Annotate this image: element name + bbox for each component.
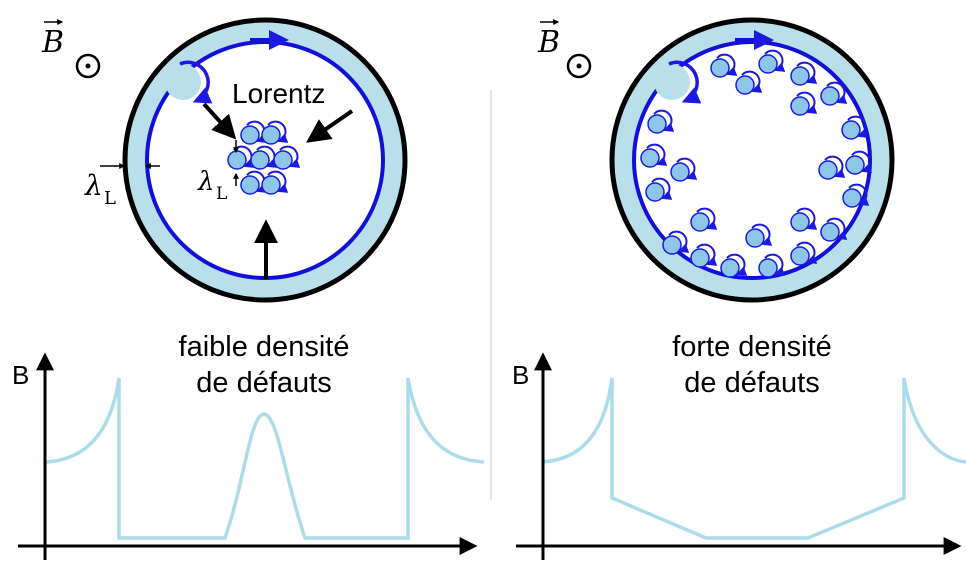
profile-curve — [541, 377, 966, 540]
vortex — [670, 157, 698, 182]
caption-left-line2: de défauts — [196, 367, 331, 399]
lambda-symbol: λ — [197, 167, 214, 197]
vortex-ring-right — [640, 49, 873, 278]
vortex — [845, 150, 873, 175]
y-axis-label: B — [512, 360, 529, 390]
caption-right-line2: de défauts — [684, 367, 819, 399]
field-profile-left: B — [12, 352, 485, 560]
lambda-subscript: L — [216, 184, 227, 204]
vortex — [240, 170, 268, 195]
lorentz-label: Lorentz — [232, 78, 325, 109]
vortex-cluster-left — [227, 120, 301, 195]
right-panel: B forte densité de défauts B — [512, 17, 966, 560]
vortex — [261, 170, 289, 195]
vortex — [818, 155, 846, 180]
caption-right-line1: forte densité — [672, 331, 832, 363]
profile-curve — [45, 377, 485, 540]
vortex — [690, 207, 718, 232]
lambda-marker-ring: λ L — [84, 163, 160, 209]
y-axis-label: B — [12, 360, 29, 390]
vortex — [261, 120, 289, 145]
vortex — [735, 70, 763, 95]
vortex — [820, 81, 848, 106]
vortex — [690, 243, 718, 268]
vortex — [842, 183, 870, 208]
vortex — [647, 109, 675, 134]
lambda-subscript: L — [104, 188, 116, 209]
lorentz-arrows: Lorentz — [202, 78, 354, 279]
vortex — [790, 241, 818, 266]
vortex — [710, 53, 738, 78]
vortex — [273, 145, 301, 170]
field-symbol-text: B — [537, 25, 560, 60]
left-panel: B λ L λ L — [12, 17, 485, 560]
vortex — [645, 177, 673, 202]
field-profile-right: B — [512, 352, 966, 560]
vortex — [758, 49, 786, 74]
vortex — [662, 230, 690, 255]
out-of-page-icon — [75, 53, 101, 79]
field-symbol-right: B — [537, 19, 592, 79]
vortex — [790, 207, 818, 232]
vortex — [250, 145, 278, 170]
vortex — [790, 91, 818, 116]
vortex — [720, 253, 748, 278]
vortex — [745, 223, 773, 248]
vortex — [240, 120, 268, 145]
vortex — [758, 253, 786, 278]
out-of-page-icon — [566, 53, 592, 79]
caption-left-line1: faible densité — [179, 331, 350, 363]
vortex — [820, 217, 848, 242]
vortex — [790, 61, 818, 86]
field-symbol-text: B — [41, 25, 64, 60]
field-symbol-left: B — [41, 19, 101, 79]
lambda-marker-cluster: λ L — [197, 140, 239, 204]
vortex — [841, 115, 869, 140]
vortex — [640, 143, 668, 168]
lambda-symbol: λ — [84, 169, 103, 202]
